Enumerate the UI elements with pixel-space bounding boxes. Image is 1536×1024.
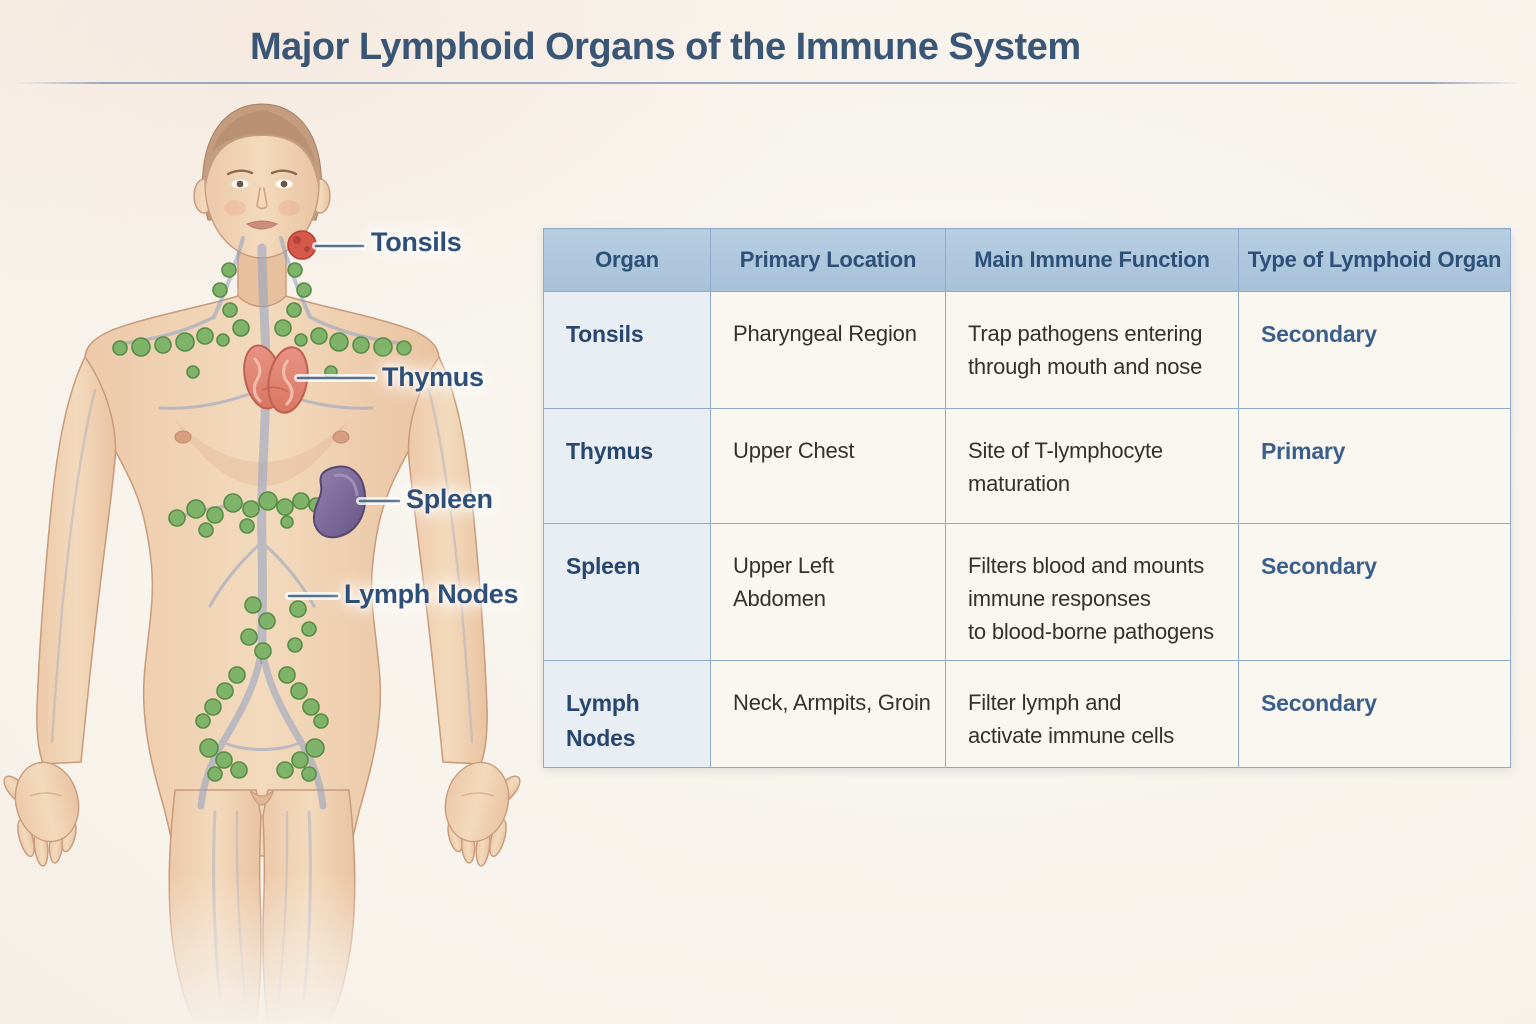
hair-strand [212,110,316,168]
cell-organ: Spleen [543,523,711,661]
table-row: Lymph Nodes Neck, Armpits, Groin Filter … [543,660,1511,768]
cell-location: Upper Chest [710,408,946,524]
table-header-row: Organ Primary Location Main Immune Funct… [543,228,1511,292]
cell-location: Upper Left Abdomen [710,523,946,661]
cell-organ: Thymus [543,408,711,524]
label-lymph-nodes: Lymph Nodes [344,579,519,609]
page-title: Major Lymphoid Organs of the Immune Syst… [250,26,1081,68]
hand-left [3,761,80,867]
nipple-left [174,430,192,444]
header-type: Type of Lymphoid Organ [1238,228,1511,292]
cell-function: Filters blood and mounts immune response… [945,523,1239,661]
header-organ: Organ [543,228,711,292]
chest-shading [175,420,349,486]
table-row: Thymus Upper Chest Site of T-lymphocyte … [543,408,1511,524]
hand-right [444,761,521,867]
arm-left [36,355,117,765]
nipple-right [332,430,350,444]
table-row: Spleen Upper Left Abdomen Filters blood … [543,523,1511,661]
legs [168,789,356,1024]
neck-lymph-nodes [212,262,312,337]
lymphoid-organ-table: Organ Primary Location Main Immune Funct… [543,228,1511,768]
label-tonsils: Tonsils [371,227,462,257]
cell-type: Secondary [1238,291,1511,409]
title-divider [14,82,1522,84]
thymus-organ [243,344,309,414]
label-thymus: Thymus [382,362,484,392]
cell-function: Filter lymph and activate immune cells [945,660,1239,768]
header-location: Primary Location [710,228,946,292]
label-spleen: Spleen [406,484,493,514]
cell-type: Secondary [1238,660,1511,768]
groin-lymph-nodes [199,738,325,782]
pelvic-lymph-nodes [195,666,329,729]
body-illustration [3,103,521,1024]
cell-location: Pharyngeal Region [710,291,946,409]
cell-location: Neck, Armpits, Groin [710,660,946,768]
spleen-organ [312,465,367,539]
leader-lines [285,242,403,600]
face-features [224,169,300,230]
cell-type: Secondary [1238,523,1511,661]
cell-function: Trap pathogens entering through mouth an… [945,291,1239,409]
cell-type: Primary [1238,408,1511,524]
cell-function: Site of T-lymphocyte maturation [945,408,1239,524]
cell-organ: Tonsils [543,291,711,409]
header-function: Main Immune Function [945,228,1239,292]
tonsil-marker [287,230,317,260]
arm-right [407,355,488,765]
table-row: Tonsils Pharyngeal Region Trap pathogens… [543,291,1511,409]
cell-organ: Lymph Nodes [543,660,711,768]
